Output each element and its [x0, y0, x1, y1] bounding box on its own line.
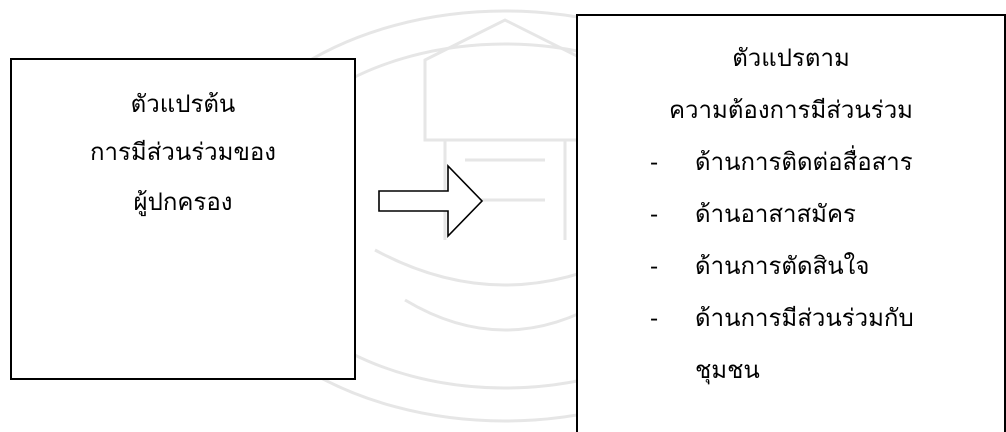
list-item-continuation: ชุมชน	[695, 356, 760, 384]
independent-variable-line-2: ผู้ปกครอง	[133, 188, 233, 216]
bullet-dash: -	[650, 304, 659, 332]
bullet-dash: -	[650, 148, 659, 176]
list-item: ด้านการติดต่อสื่อสาร	[695, 148, 913, 176]
dependent-variable-title: ตัวแปรตาม	[732, 44, 850, 72]
bullet-dash: -	[650, 200, 659, 228]
independent-variable-title: ตัวแปรต้น	[130, 90, 236, 118]
list-item: ด้านการตัดสินใจ	[695, 252, 870, 280]
independent-variable-box: ตัวแปรต้น การมีส่วนร่วมของ ผู้ปกครอง	[10, 58, 356, 380]
independent-variable-line-1: การมีส่วนร่วมของ	[90, 138, 276, 166]
dependent-variable-box: ตัวแปรตาม ความต้องการมีส่วนร่วม - ด้านกา…	[576, 14, 1006, 432]
dependent-variable-subtitle: ความต้องการมีส่วนร่วม	[669, 96, 913, 124]
list-item: ด้านการมีส่วนร่วมกับ	[695, 304, 914, 332]
bullet-dash: -	[650, 252, 659, 280]
hollow-right-arrow-icon	[378, 164, 484, 238]
list-item: ด้านอาสาสมัคร	[695, 200, 856, 228]
